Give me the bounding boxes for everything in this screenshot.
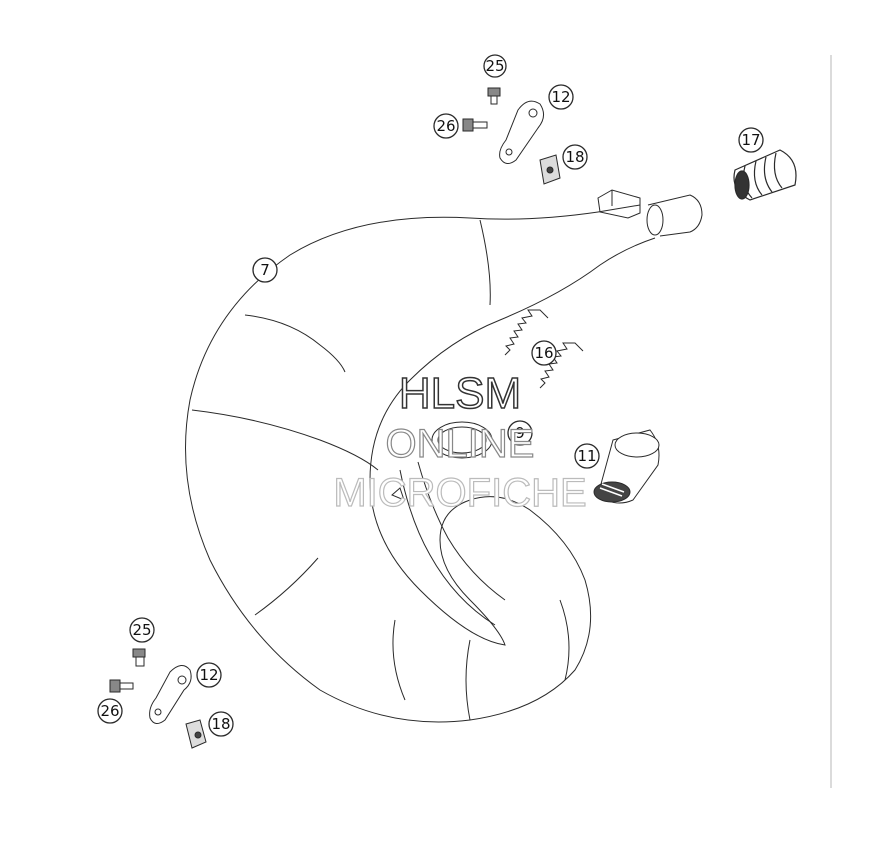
callout-label: 12 xyxy=(551,88,570,106)
bolt-part-26-bottom[interactable] xyxy=(109,679,134,693)
callout-9: 9 xyxy=(507,420,533,446)
callout-12-top: 12 xyxy=(548,84,574,110)
watermark-line-2: ONLINE xyxy=(386,422,535,466)
callout-label: 17 xyxy=(741,131,760,149)
callout-label: 11 xyxy=(577,447,596,465)
callout-11: 11 xyxy=(574,443,600,469)
callout-label: 18 xyxy=(211,715,230,733)
watermark: HLSM ONLINE MICROFICHE xyxy=(333,368,588,515)
callout-26-top: 26 xyxy=(433,113,459,139)
callout-label: 25 xyxy=(485,57,504,75)
callout-label: 26 xyxy=(100,702,119,720)
callout-label: 18 xyxy=(565,148,584,166)
callout-7: 7 xyxy=(252,257,278,283)
exhaust-pipe-part-7[interactable] xyxy=(185,189,703,723)
clip-nut-part-18-top[interactable] xyxy=(539,154,561,185)
bolt-part-25-top[interactable] xyxy=(487,87,501,105)
watermark-line-3: MICROFICHE xyxy=(333,471,586,515)
callout-18-top: 18 xyxy=(562,144,588,170)
callout-26-bottom: 26 xyxy=(97,698,123,724)
callout-label: 12 xyxy=(199,666,218,684)
callout-17: 17 xyxy=(738,127,764,153)
callout-label: 7 xyxy=(260,261,270,279)
callout-12-bottom: 12 xyxy=(196,662,222,688)
watermark-line-1: HLSM xyxy=(399,369,521,418)
bolt-part-25-bottom[interactable] xyxy=(132,648,146,667)
callout-label: 25 xyxy=(132,621,151,639)
bracket-part-12-bottom[interactable] xyxy=(149,665,192,724)
callout-label: 9 xyxy=(515,424,525,442)
bracket-part-12-top[interactable] xyxy=(499,100,544,164)
bolt-part-26-top[interactable] xyxy=(462,118,488,132)
callout-18-bottom: 18 xyxy=(208,711,234,737)
callout-25-top: 25 xyxy=(483,54,507,78)
callout-label: 26 xyxy=(436,117,455,135)
gasket-part-9[interactable] xyxy=(431,421,493,459)
callout-25-bottom: 25 xyxy=(129,617,155,643)
callout-16: 16 xyxy=(531,340,557,366)
spring-part-16[interactable] xyxy=(504,309,584,389)
callout-label: 16 xyxy=(534,344,553,362)
clip-nut-part-18-bottom[interactable] xyxy=(185,719,207,749)
connector-sleeve-part-11[interactable] xyxy=(593,429,660,504)
rubber-sleeve-part-17[interactable] xyxy=(733,149,797,201)
